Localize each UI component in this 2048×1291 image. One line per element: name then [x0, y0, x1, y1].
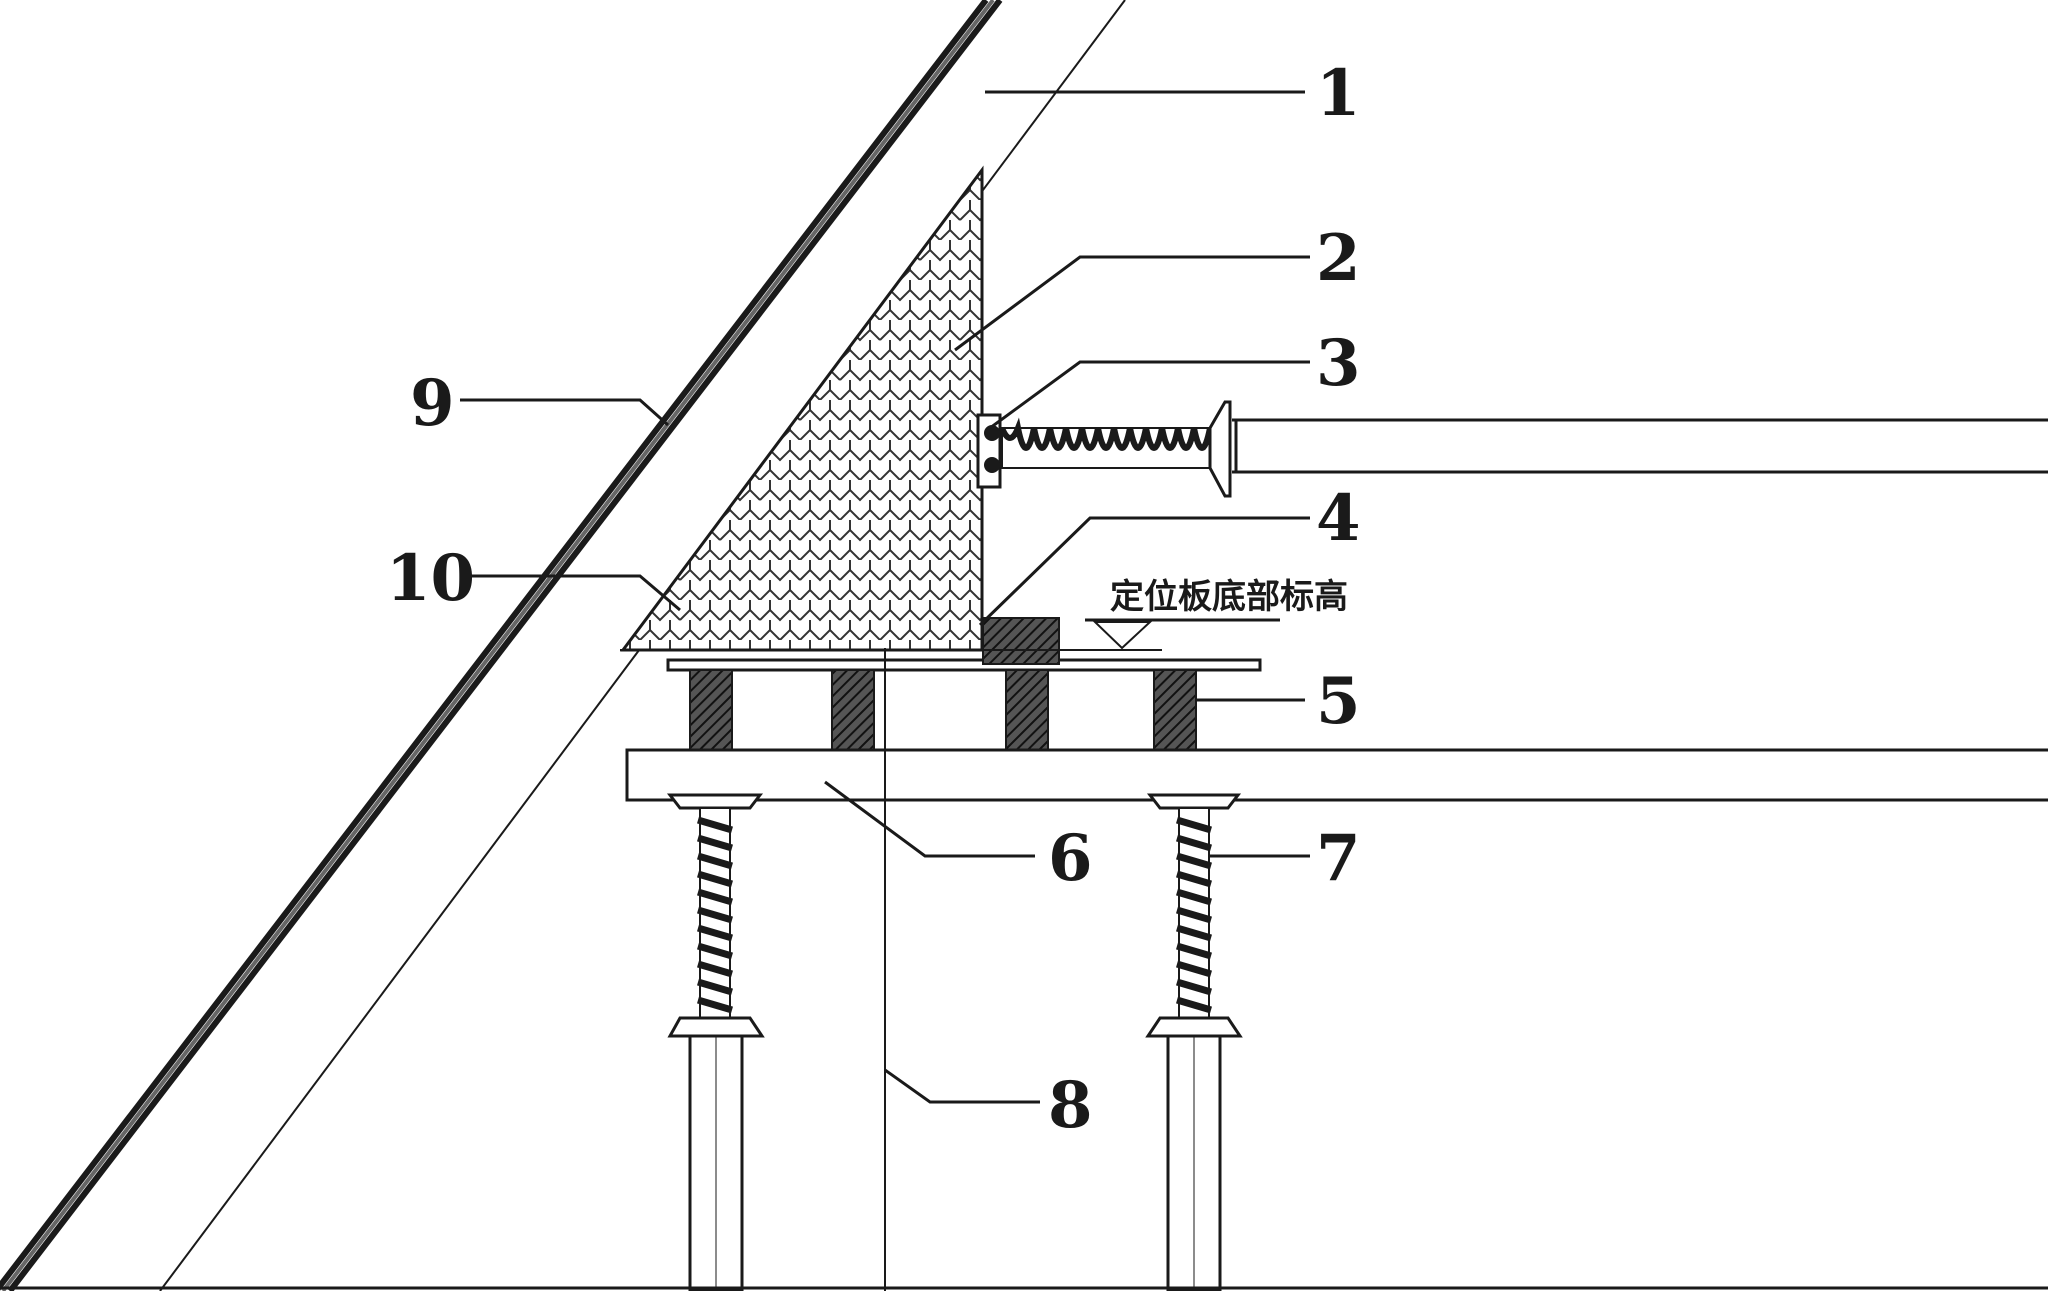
diagonal-slab-member — [0, 0, 1003, 1291]
horizontal-beam — [625, 748, 2048, 802]
adjustable-prop-left — [666, 793, 765, 1291]
callout-9: 9 — [410, 366, 455, 441]
horizontal-screw — [976, 400, 2048, 498]
callout-3: 3 — [1316, 326, 1361, 401]
callout-8: 8 — [1048, 1068, 1093, 1143]
leader-lines — [460, 90, 1310, 1104]
callout-2: 2 — [1316, 221, 1361, 296]
callout-1: 1 — [1316, 56, 1361, 131]
callout-6: 6 — [1048, 821, 1093, 896]
callout-4: 4 — [1316, 481, 1361, 556]
positioning-plate — [620, 617, 1262, 672]
elevation-marker: 定位板底部标高 — [1085, 577, 1348, 650]
support-blocks — [689, 669, 1197, 751]
elevation-note: 定位板底部标高 — [1110, 577, 1348, 617]
adjustable-prop-right — [1145, 793, 1243, 1291]
callout-5: 5 — [1316, 664, 1361, 739]
callout-10: 10 — [386, 541, 475, 616]
callout-7: 7 — [1316, 821, 1361, 896]
